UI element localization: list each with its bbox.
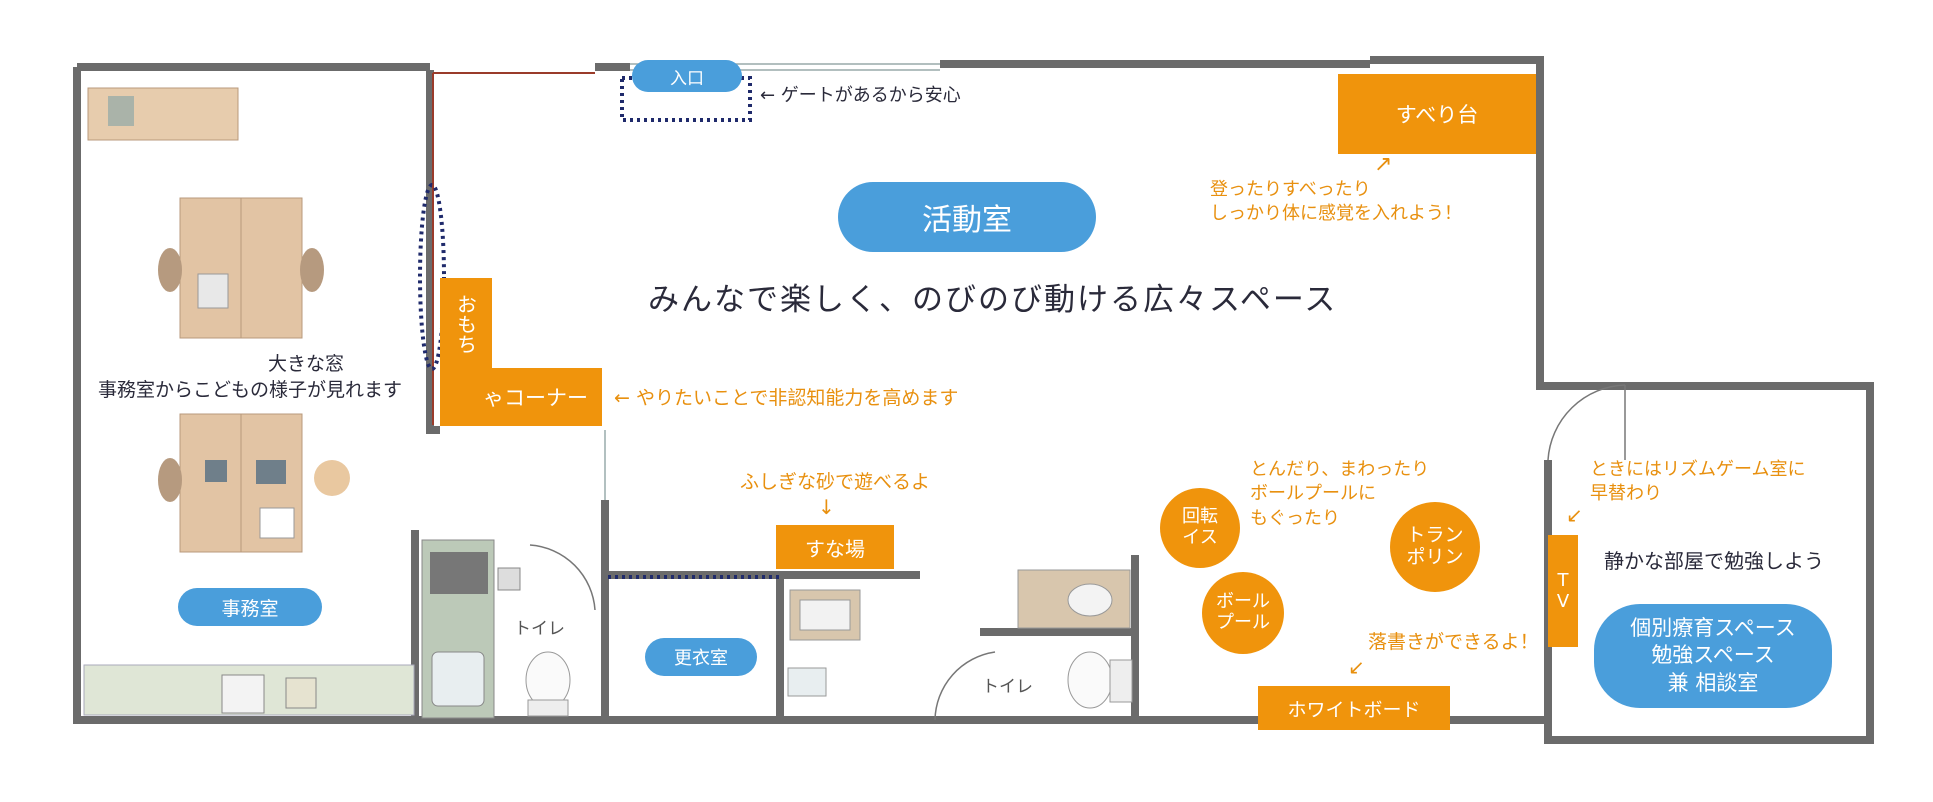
whiteboard-arrow: ↙ [1348, 655, 1365, 679]
trampoline-zone: トラン ポリン [1390, 502, 1480, 592]
activity-description: みんなで楽しく、のびのび動ける広々スペース [648, 282, 1338, 318]
sand-note: ふしぎな砂で遊べるよ [740, 471, 931, 493]
sand-zone: すな場 [776, 525, 894, 569]
toy-note: ← やりたいことで非認知能力を高めます [614, 387, 959, 409]
window-note-line-2: 事務室からこどもの様子が見れます [98, 378, 403, 401]
walls [73, 56, 1874, 744]
ballpool-zone: ボール プール [1202, 572, 1284, 654]
rhythm-note-line-1: ときにはリズムゲーム室に [1590, 459, 1806, 480]
window-note: 大きな窓 事務室からこどもの様子が見れます [98, 352, 402, 403]
tv-zone: TV [1548, 535, 1578, 647]
slide-note-line-1: 登ったりすべったり [1210, 179, 1371, 200]
swivel-chair-zone: 回転 イス [1160, 488, 1240, 568]
doors [529, 384, 1626, 721]
room-individual-line-2: 勉強スペース [1651, 643, 1775, 668]
fixtures [421, 539, 1133, 719]
play-note-line-2: ボールプールに [1250, 483, 1376, 505]
slide-arrow: ↗ [1374, 152, 1393, 177]
room-individual-line-1: 個別療育スペース [1630, 616, 1796, 641]
play-note: とんだり、まわったり ボールプールに もぐったり [1250, 458, 1429, 531]
room-office: 事務室 [178, 588, 322, 626]
rhythm-arrow: ↙ [1566, 503, 1583, 527]
slide-note: 登ったりすべったり しっかり体に感覚を入れよう！ [1210, 178, 1462, 227]
toy-corner-vertical: おもち [440, 278, 492, 370]
whiteboard-note: 落書きができるよ！ [1368, 631, 1539, 653]
toy-corner-horizontal: ゃコーナー [440, 368, 602, 426]
play-note-line-1: とんだり、まわったり [1250, 459, 1430, 480]
slide-note-line-2: しっかり体に感覚を入れよう！ [1210, 203, 1462, 225]
swivel-line-2: イス [1182, 527, 1218, 548]
slide-zone: すべり台 [1338, 74, 1536, 154]
ballpool-line-2: プール [1216, 612, 1270, 633]
office-furniture [83, 87, 415, 716]
room-activity: 活動室 [838, 182, 1096, 252]
toilet-label-1: トイレ [514, 619, 565, 639]
trampoline-line-1: トラン [1406, 524, 1464, 547]
sand-arrow: ↓ [818, 495, 835, 519]
trampoline-line-2: ポリン [1406, 546, 1464, 568]
rhythm-note: ときにはリズムゲーム室に 早替わり [1590, 458, 1805, 507]
toilet-label-2: トイレ [982, 677, 1033, 697]
rhythm-note-line-2: 早替わり [1590, 483, 1662, 505]
whiteboard-zone: ホワイトボード [1258, 686, 1450, 730]
entrance-label: 入口 [632, 60, 742, 92]
room-individual-line-3: 兼 相談室 [1667, 670, 1759, 695]
window-note-line-1: 大きな窓 [268, 353, 345, 375]
room-changing: 更衣室 [645, 638, 757, 676]
play-note-line-3: もぐったり [1250, 507, 1340, 529]
ballpool-line-1: ボール [1216, 591, 1270, 613]
room-individual: 個別療育スペース 勉強スペース 兼 相談室 [1594, 604, 1832, 708]
study-note: 静かな部屋で勉強しよう [1604, 549, 1824, 573]
gate-note: ← ゲートがあるから安心 [760, 85, 961, 106]
swivel-line-1: 回転 [1182, 506, 1218, 528]
